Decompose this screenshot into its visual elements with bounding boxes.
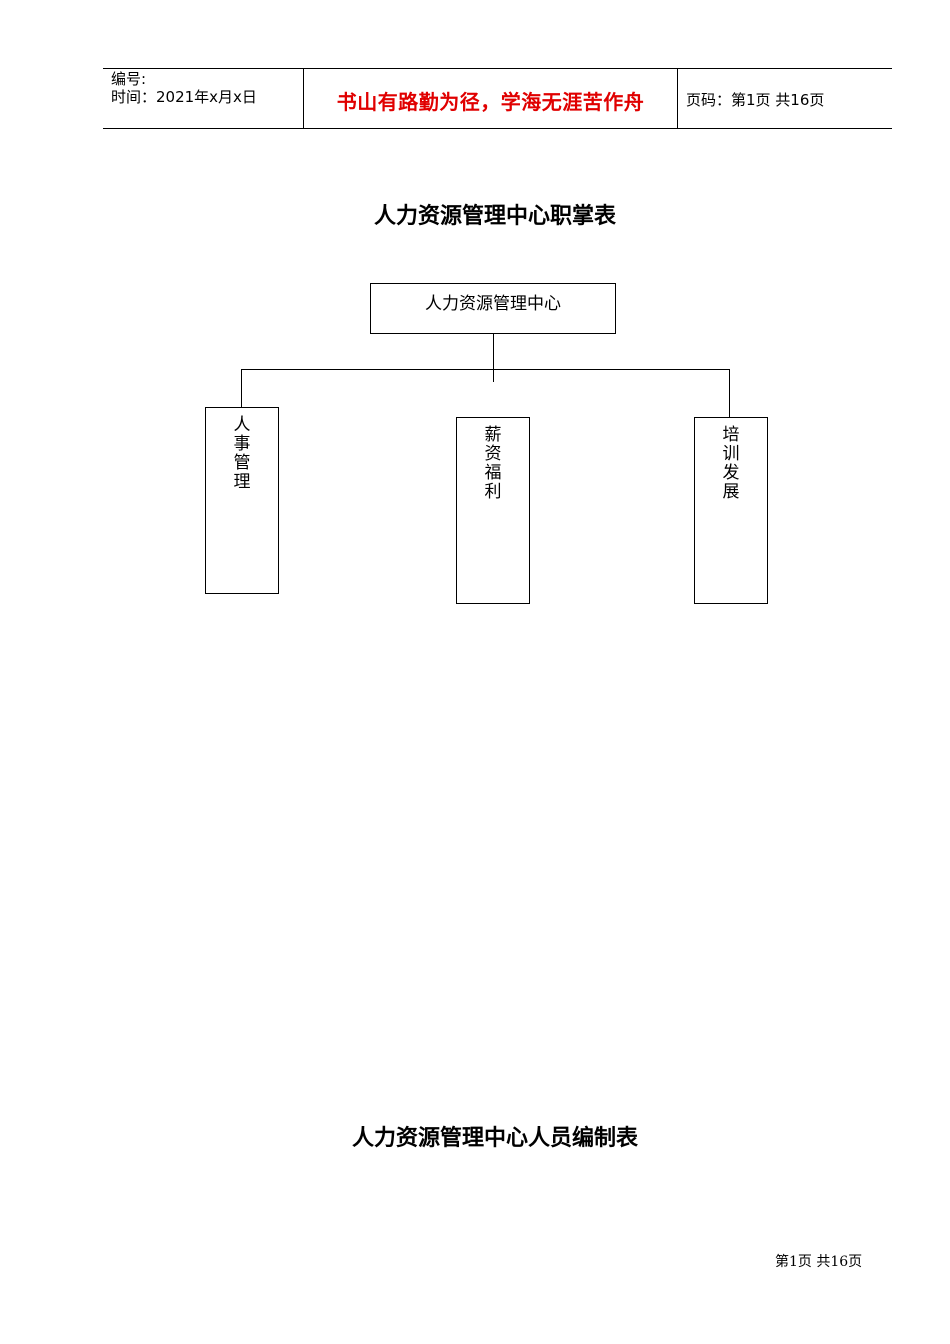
org-child-label-training: 培训发展 (722, 425, 740, 502)
org-child-label-payroll: 薪资福利 (484, 425, 502, 502)
number-label: 编号: (111, 70, 147, 88)
header-meta: 编号: 时间：2021年x月x日 (111, 70, 257, 106)
org-connector-horizontal (241, 369, 730, 370)
date-label: 时间：2021年x月x日 (111, 88, 257, 106)
org-child-box-hr: 人事管理 (205, 407, 279, 594)
org-connector-right (729, 369, 730, 418)
footer-page-info: 第1页 共16页 (775, 1254, 863, 1270)
header-motto: 书山有路勤为径，学海无涯苦作舟 (336, 90, 645, 114)
org-root-box: 人力资源管理中心 (370, 283, 616, 334)
org-child-box-payroll: 薪资福利 (456, 417, 530, 604)
header-divider-right (677, 69, 678, 129)
org-child-label-hr: 人事管理 (233, 415, 251, 492)
org-root-label: 人力资源管理中心 (425, 294, 561, 314)
duties-table-title: 人力资源管理中心职掌表 (373, 203, 616, 229)
header-bottom-rule (103, 128, 892, 129)
header-divider-left (303, 69, 304, 129)
header-top-rule (103, 68, 892, 69)
org-child-box-training: 培训发展 (694, 417, 768, 604)
org-connector-root (493, 334, 494, 382)
staffing-table-title: 人力资源管理中心人员编制表 (351, 1125, 638, 1151)
org-connector-left (241, 369, 242, 408)
header-page-info: 页码：第1页 共16页 (686, 91, 825, 109)
